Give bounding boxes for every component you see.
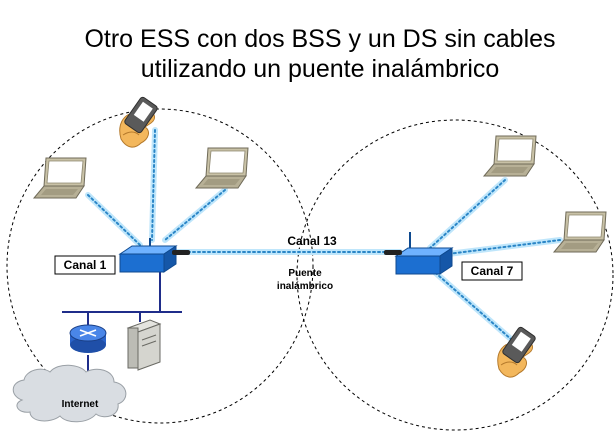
- internet-label: Internet: [62, 399, 99, 410]
- canal-7-label: Canal 7: [471, 264, 514, 278]
- canal-1-box: [54, 255, 116, 275]
- canal-1-label: Canal 1: [64, 258, 107, 272]
- title-line-1: Otro ESS con dos BSS y un DS sin cables: [84, 25, 556, 53]
- bridge-connector-icon: [172, 250, 402, 255]
- laptop-icon: [33, 157, 87, 199]
- server-icon: [126, 319, 162, 371]
- title-line-2: utilizando un puente inalámbrico: [140, 55, 500, 83]
- laptop-icon: [195, 147, 249, 189]
- canal-7-box: [461, 261, 523, 281]
- puente-label-line-2: inalámbrico: [277, 281, 333, 292]
- router-icon: [69, 324, 107, 353]
- access-point-right-icon: [395, 247, 453, 275]
- canal-13-label: Canal 13: [287, 234, 337, 248]
- wireless-links: [85, 127, 563, 343]
- bss-circle-left: [6, 108, 314, 424]
- laptop-icon: [553, 211, 607, 253]
- internet-cloud-icon: [12, 364, 127, 423]
- slide-title: Otro ESS con dos BSS y un DS sin cables …: [0, 24, 615, 84]
- puente-label-line-1: Puente: [288, 268, 322, 279]
- access-point-left-icon: [119, 245, 177, 273]
- laptop-icon: [483, 135, 537, 177]
- bss-circle-right: [296, 119, 614, 431]
